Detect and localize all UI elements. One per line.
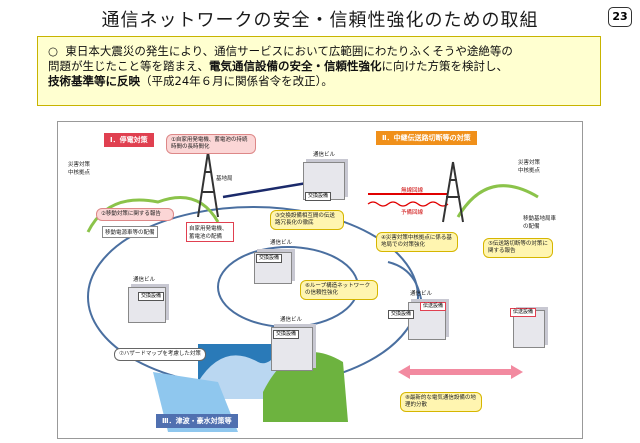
tower-left <box>197 151 219 218</box>
banner-tsunami: Ⅲ．津波・豪水対策等 <box>156 414 238 428</box>
building-right-tag-2: 伝送設備 <box>420 302 447 311</box>
note-redundancy: ③交換設備相互間の伝送路冗長化の徹底 <box>270 210 344 230</box>
tower-right <box>442 161 464 223</box>
link-left-bs <box>222 180 314 199</box>
summary-line-3: 技術基準等に反映（平成24年６月に関係省令を改正）。 <box>48 74 590 89</box>
summary-emphasis-1: 電気通信設備の安全・信頼性強化 <box>209 59 382 73</box>
note-hazardmap: ⑦ハザードマップを考慮した対策 <box>114 348 206 361</box>
summary-line-2: 問題が生じたこと等を踏まえ、電気通信設備の安全・信頼性強化に向けた方策を検討し、 <box>48 59 590 74</box>
building-top-label: 通信ビル <box>313 152 336 158</box>
summary-text-3b: （平成24年６月に関係省令を改正）。 <box>140 74 333 88</box>
building-bottom-tag: 交換設備 <box>273 330 300 339</box>
note-generator: ①自家用発電機、蓄電池の持続時間の長時間化 <box>166 134 256 154</box>
label-basestation: 基地局 <box>216 176 233 182</box>
building-left-label: 通信ビル <box>133 277 156 283</box>
page-title: 通信ネットワークの安全・信頼性強化のための取組 <box>101 10 539 31</box>
banner-transmission: Ⅱ．中継伝送路切断等の対策 <box>376 131 477 145</box>
building-far-right-tag: 伝送設備 <box>510 308 537 317</box>
label-hub-left: 災害対策中核拠点 <box>68 162 91 176</box>
backup-line <box>367 201 449 207</box>
label-backup: 予備回線 <box>401 210 424 216</box>
label-hub-right: 災害対策中核拠点 <box>518 160 541 174</box>
summary-box: ○ 東日本大震災の発生により、通信サービスにおいて広範囲にわたりふくそうや途絶等… <box>37 36 601 106</box>
building-bottom-label: 通信ビル <box>280 317 303 323</box>
label-mobile-power: 移動電源車等の配備 <box>102 226 158 238</box>
building-mid-label: 通信ビル <box>270 240 293 246</box>
label-generator: 自家用発電機、蓄電池の配備 <box>186 222 234 242</box>
label-mobile-base: 移動基地局車の配備 <box>523 216 557 230</box>
building-right-tag-1: 交換設備 <box>388 310 415 319</box>
hill-right <box>456 184 539 218</box>
building-right-label: 通信ビル <box>410 291 433 297</box>
summary-line-1: ○ 東日本大震災の発生により、通信サービスにおいて広範囲にわたりふくそうや途絶等… <box>48 44 590 59</box>
note-basestation: ④災害対策中核拠点に係る基地局での対策強化 <box>376 232 458 252</box>
note-mobile: ②移動対策に関する報告 <box>96 208 174 221</box>
banner-power: Ⅰ．停電対策 <box>104 133 154 147</box>
summary-text-2c: に向けた方策を検討し、 <box>381 59 509 73</box>
summary-text-1: 東日本大震災の発生により、通信サービスにおいて広範囲にわたりふくそうや途絶等の <box>65 44 513 58</box>
note-report: ⑤伝送路切断等の対策に関する報告 <box>483 238 553 258</box>
building-left-tag: 交換設備 <box>138 292 165 301</box>
note-loop: ⑥ループ構造ネットワークの信頼性強化 <box>300 280 378 300</box>
summary-text-2a: 問題が生じたこと等を踏まえ、 <box>48 59 209 73</box>
building-top-tag: 交換設備 <box>305 192 332 201</box>
page-number: 23 <box>608 7 632 27</box>
label-radio: 無線回線 <box>401 188 424 194</box>
summary-bullet: ○ <box>48 44 59 58</box>
network-diagram: Ⅰ．停電対策 Ⅱ．中継伝送路切断等の対策 Ⅲ．津波・豪水対策等 ①自家用発電機、… <box>57 121 583 439</box>
building-mid-tag: 交換設備 <box>256 254 283 263</box>
summary-emphasis-2: 技術基準等に反映 <box>48 74 140 88</box>
note-distribution: ⑧最新的な電気通信設備の地理的分散 <box>400 392 482 412</box>
